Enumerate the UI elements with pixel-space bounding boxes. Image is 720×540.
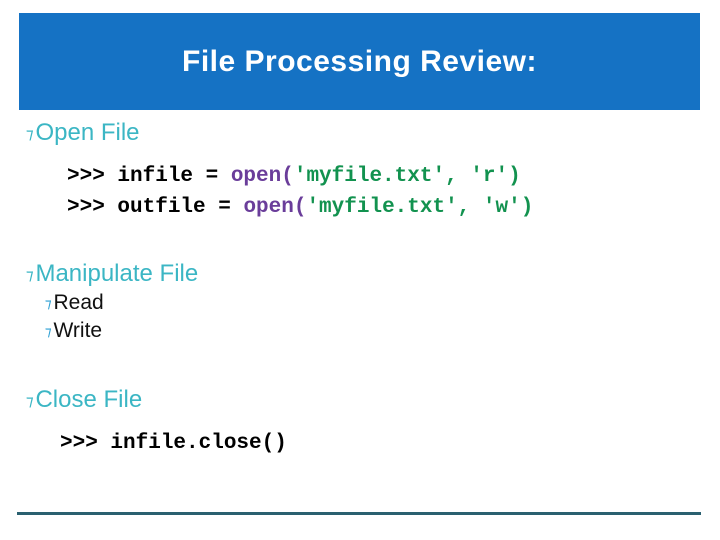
spacer — [0, 345, 720, 385]
code-token-prompt: >>> infile = — [67, 165, 231, 188]
code-token-keyword: open( — [243, 196, 307, 219]
bullet-open-file-label: Open File — [35, 119, 140, 146]
bullet-manipulate-file: ⁊ Manipulate File — [26, 259, 720, 289]
floral-bullet-icon: ⁊ — [25, 266, 34, 284]
spacer — [0, 223, 720, 259]
floral-bullet-icon: ⁊ — [25, 125, 34, 143]
floral-bullet-icon: ⁊ — [44, 325, 52, 340]
page-title: File Processing Review: — [182, 45, 537, 78]
spacer — [0, 148, 720, 161]
code-token-prompt: >>> outfile = — [67, 196, 244, 219]
code-token-string: 'myfile.txt', 'r') — [293, 165, 521, 188]
code-token-string: 'myfile.txt', 'w') — [306, 196, 534, 219]
floral-bullet-icon: ⁊ — [44, 297, 52, 312]
bullet-read-label: Read — [53, 291, 104, 314]
bullet-close-file: ⁊ Close File — [26, 385, 720, 415]
spacer — [0, 415, 720, 428]
bullet-read: ⁊ Read — [45, 289, 720, 317]
bullet-close-file-label: Close File — [35, 386, 143, 413]
footer-divider — [17, 512, 701, 515]
slide-body: ⁊ Open File >>> infile = open('myfile.tx… — [0, 118, 720, 508]
code-token-keyword: open( — [230, 165, 294, 188]
code-line-close-infile: >>> infile.close() — [60, 432, 287, 455]
code-line-open-outfile: >>> outfile = open('myfile.txt', 'w') — [67, 192, 720, 223]
bullet-open-file: ⁊ Open File — [26, 118, 720, 148]
bullet-write: ⁊ Write — [45, 317, 720, 345]
bullet-write-label: Write — [53, 319, 103, 342]
title-banner: File Processing Review: — [19, 13, 700, 110]
bullet-manipulate-file-label: Manipulate File — [35, 260, 199, 287]
floral-bullet-icon: ⁊ — [25, 392, 34, 410]
code-line-open-infile: >>> infile = open('myfile.txt', 'r') — [67, 161, 720, 192]
